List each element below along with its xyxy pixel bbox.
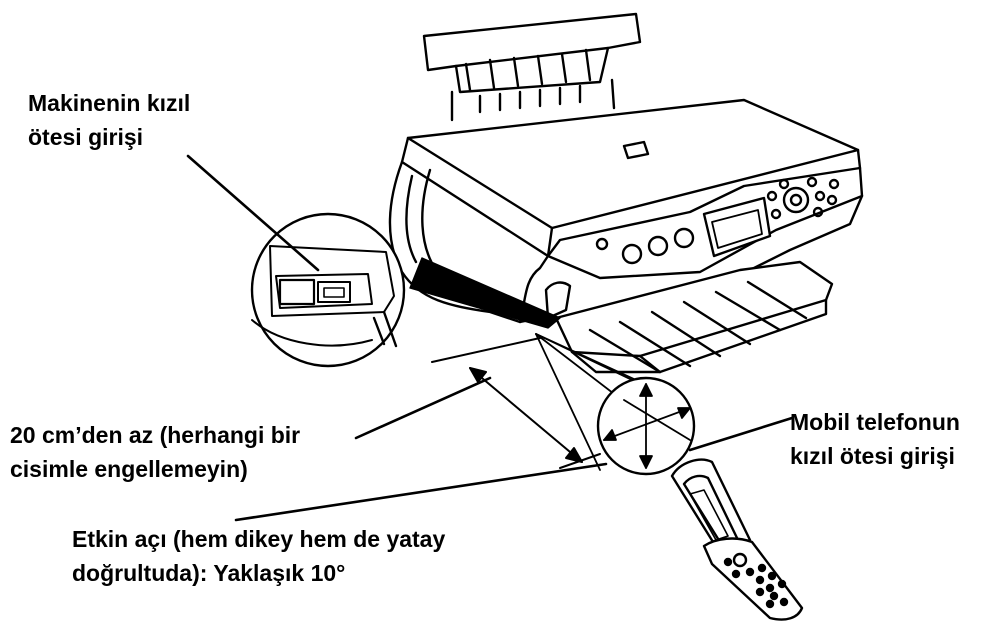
label-phone-ir-port-line-1: Mobil telefonun: [790, 409, 960, 435]
label-effective-angle-line-2: doğrultuda): Yaklaşık 10°: [72, 560, 346, 586]
label-phone-ir-port: Mobil telefonun kızıl ötesi girişi: [790, 405, 960, 473]
leader-machine-ir-port: [186, 154, 320, 272]
label-phone-ir-port-line-2: kızıl ötesi girişi: [790, 443, 955, 469]
distance-dimension: [354, 337, 601, 469]
label-effective-angle-line-1: Etkin açı (hem dikey hem de yatay: [72, 526, 446, 552]
label-machine-ir-port-line-2: ötesi girişi: [28, 124, 144, 150]
leader-phone-ir-port: [688, 416, 794, 452]
mobile-phone: [670, 458, 804, 621]
label-effective-angle: Etkin açı (hem dikey hem de yatay doğrul…: [72, 522, 445, 590]
leader-effective-angle: [234, 462, 608, 522]
ir-beam-cone: [535, 333, 696, 476]
ir-port-magnifier: [250, 212, 561, 368]
label-distance-line-2: cisimle engellemeyin): [10, 456, 248, 482]
label-machine-ir-port: Makinenin kızıl ötesi girişi: [28, 86, 190, 154]
label-machine-ir-port-line-1: Makinenin kızıl: [28, 90, 191, 116]
label-distance: 20 cm’den az (herhangi bir cisimle engel…: [10, 418, 300, 486]
rear-paper-support: [422, 12, 642, 122]
printer-body: [388, 98, 864, 374]
label-distance-line-1: 20 cm’den az (herhangi bir: [10, 422, 301, 448]
